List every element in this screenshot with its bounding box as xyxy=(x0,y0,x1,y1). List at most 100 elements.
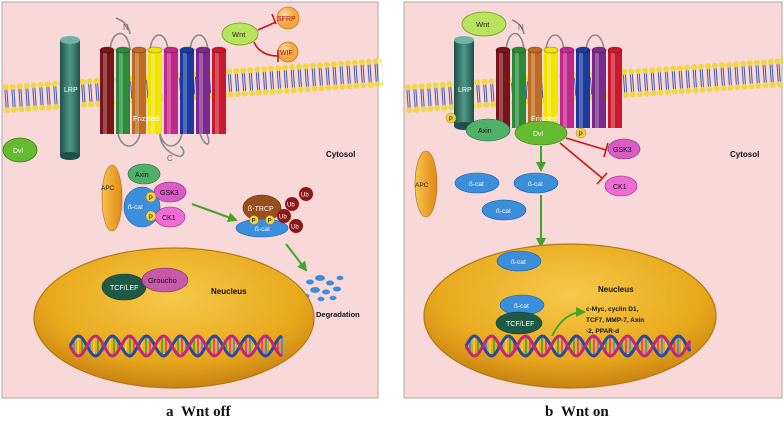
phospho-a3-label: P xyxy=(252,219,256,225)
frizzled-receptor-b xyxy=(495,46,623,128)
axin-label-a: Axin xyxy=(135,172,149,179)
lrp-receptor-a xyxy=(60,36,80,160)
nucleus-label-b: Neucleus xyxy=(598,285,634,294)
ck1-label-a: CK1 xyxy=(162,215,176,222)
gsk3-label-b: GSK3 xyxy=(613,147,632,154)
phospho-a1 xyxy=(145,191,157,203)
svg-text:Ub: Ub xyxy=(279,215,287,221)
caption-a-text: Wnt off xyxy=(181,404,231,420)
gsk3-b xyxy=(607,138,641,160)
apc-label-a: APC xyxy=(101,185,115,192)
dvl-inhibits-gsk3 xyxy=(565,137,609,158)
frizzled-helix xyxy=(196,50,210,134)
frizzled-helix xyxy=(212,50,226,134)
caption-b-text: Wnt on xyxy=(560,404,609,420)
caption-a-letter: a xyxy=(166,404,174,420)
frizzled-helix xyxy=(164,50,178,134)
bcat-complex-label-a: ß-cat xyxy=(128,204,143,211)
frizzled-n-label-b: N xyxy=(518,23,524,32)
svg-text:Ub: Ub xyxy=(287,203,295,209)
cytosol-label-a: Cytosol xyxy=(326,150,355,159)
ck1-b xyxy=(604,175,638,197)
apc-a xyxy=(101,164,123,232)
frizzled-n-tail-a xyxy=(115,17,131,35)
degradation-label: Degradation xyxy=(316,310,360,319)
ck1-label-b: CK1 xyxy=(613,184,627,191)
bcat-ub-label-a: ß-cat xyxy=(255,226,270,233)
frizzled-c-label-a: C xyxy=(167,154,173,163)
phospho-a2-label: P xyxy=(149,214,153,221)
frizzled-helix xyxy=(496,50,510,128)
frizzled-label-a: Frizzled xyxy=(133,114,159,123)
caption-b: b Wnt on xyxy=(545,404,609,421)
ubiquitin-chain: Ub Ub Ub Ub xyxy=(277,187,313,233)
wnt-label-b: Wnt xyxy=(476,20,490,29)
phospho-b-dvl xyxy=(575,127,587,139)
axin-label-b: Axin xyxy=(478,128,492,135)
phospho-b-lrp xyxy=(445,112,457,124)
phospho-b-dvl-label: P xyxy=(579,131,583,138)
bcat-free-2-label: ß-cat xyxy=(528,181,543,188)
phospho-a4-label: P xyxy=(268,219,272,225)
tcflef-label-b: TCF/LEF xyxy=(506,321,534,328)
svg-text:Ub: Ub xyxy=(301,193,309,199)
phospho-a2 xyxy=(145,210,157,222)
arrow-to-target-genes xyxy=(551,307,586,337)
bcat-nuclear-1-label: ß-cat xyxy=(511,259,526,266)
axin-a xyxy=(127,163,161,185)
frizzled-loops-b xyxy=(505,32,605,51)
axin-b xyxy=(465,118,511,142)
nucleus-label-a: Neucleus xyxy=(211,287,247,296)
target-genes-text: c-Myc, cyclin D1, TCF7, MMP-7, Axin -2, … xyxy=(586,306,644,335)
lrp-receptor-b xyxy=(454,36,474,130)
wnt-label-a: Wnt xyxy=(232,30,246,39)
phospho-a1-label: P xyxy=(149,195,153,202)
frizzled-helix xyxy=(560,50,574,128)
frizzled-loops-a xyxy=(109,32,210,147)
gsk3-label-a: GSK3 xyxy=(160,190,179,197)
bcat-free-2 xyxy=(513,172,559,194)
frizzled-n-tail-b xyxy=(511,19,525,35)
arrow-to-degradation xyxy=(285,243,308,272)
dna-helix-a xyxy=(68,334,283,358)
frizzled-helix xyxy=(512,50,526,128)
cytosol-label-b: Cytosol xyxy=(730,150,759,159)
btrcp-label: ß-TRCP xyxy=(248,206,274,213)
tcflef-b xyxy=(495,311,543,335)
phospho-a4 xyxy=(265,215,275,225)
wif-label: WIF xyxy=(280,50,293,57)
target-line-3: -2, PPAR-d xyxy=(586,328,619,335)
dna-helix-b xyxy=(464,334,692,358)
wnt-ligand-a xyxy=(221,22,259,46)
phospho-b-lrp-label: P xyxy=(449,116,453,123)
frizzled-label-b: Frizzled xyxy=(531,114,557,123)
bcat-nuclear-1 xyxy=(496,250,542,272)
dvl-label-a: Dvl xyxy=(13,148,24,155)
target-line-1: c-Myc, cyclin D1, xyxy=(586,306,639,313)
frizzled-helix xyxy=(608,50,622,128)
sfrp-inhibit-arrow xyxy=(257,13,277,31)
frizzled-helix xyxy=(528,50,542,128)
lrp-label-a: LRP xyxy=(64,87,78,94)
frizzled-helix xyxy=(100,50,114,134)
dvl-a xyxy=(2,137,38,163)
phospho-a3 xyxy=(249,215,259,225)
bcat-nuclear-2-label: ß-cat xyxy=(514,303,529,310)
dvl-b xyxy=(514,120,568,146)
svg-text:Ub: Ub xyxy=(291,225,299,231)
groucho-label: Groucho xyxy=(148,276,177,285)
bcat-free-1-label: ß-cat xyxy=(469,181,484,188)
groucho xyxy=(141,267,189,293)
frizzled-c-tail-a xyxy=(159,133,185,158)
frizzled-receptor-a xyxy=(99,46,227,134)
frizzled-helix xyxy=(592,50,606,128)
frizzled-helix xyxy=(148,50,162,134)
bcat-ub-a xyxy=(235,218,289,238)
target-line-2: TCF7, MMP-7, Axin xyxy=(586,317,644,324)
apc-label-b: APC xyxy=(415,182,429,189)
dvl-inhibits-ck1 xyxy=(559,142,608,185)
gsk3-a xyxy=(153,181,187,203)
caption-b-letter: b xyxy=(545,404,554,420)
frizzled-n-label-a: N xyxy=(123,23,129,32)
